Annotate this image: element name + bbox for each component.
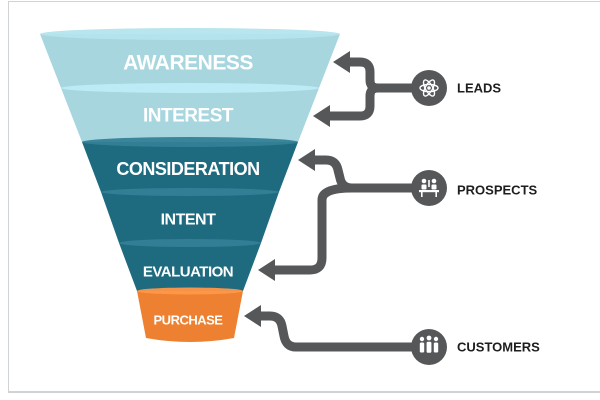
group-prospects: PROSPECTS [411, 170, 538, 206]
stage-band [101, 192, 279, 243]
funnel-stage-awareness: AWARENESS [40, 28, 340, 88]
stage-label-intent: INTENT [161, 212, 217, 229]
funnel-stage-intent: INTENT [101, 188, 279, 243]
stage-band [119, 243, 261, 291]
arrow-head-interest [313, 105, 330, 127]
people-icon [419, 335, 439, 353]
funnel-stage-purchase: PURCHASE [137, 287, 243, 342]
funnel-stages: AWARENESS INTEREST CONSIDERATION INTENT [40, 28, 340, 342]
arrow-head-purchase [244, 305, 261, 327]
frame-top-border [8, 1, 600, 2]
group-label-customers: CUSTOMERS [457, 340, 540, 355]
group-leads: LEADS [411, 70, 501, 106]
arrow-head-consideration [298, 149, 315, 171]
stage-band [137, 291, 243, 342]
group-label-prospects: PROSPECTS [457, 183, 538, 198]
stage-band [61, 88, 319, 142]
connector-customers-purchase [258, 311, 412, 352]
stage-label-awareness: AWARENESS [123, 52, 253, 75]
meeting-icon-circle [411, 170, 447, 206]
stage-label-evaluation: EVALUATION [143, 264, 233, 281]
frame-left-border [8, 1, 9, 393]
stage-band [82, 142, 298, 192]
stage-rim [82, 137, 298, 147]
stage-rim [137, 287, 243, 295]
connector-leads-interest [327, 83, 379, 121]
connector-prospects-evaluation [272, 183, 353, 275]
stage-rim [40, 28, 340, 40]
group-label-leads: LEADS [457, 81, 501, 96]
group-customers: CUSTOMERS [411, 329, 540, 365]
atom-icon [419, 79, 439, 97]
stage-label-purchase: PURCHASE [154, 313, 224, 328]
funnel-stage-evaluation: EVALUATION [119, 239, 261, 291]
stage-label-consideration: CONSIDERATION [116, 159, 259, 179]
connectors [244, 51, 412, 352]
stage-rim [119, 239, 261, 247]
stage-band [40, 34, 340, 88]
frame-bottom-border [8, 391, 600, 393]
connector-prospects-consideration [312, 155, 412, 193]
meeting-icon [419, 178, 439, 197]
arrow-head-awareness [333, 51, 350, 73]
arrow-head-evaluation [258, 259, 275, 281]
stage-rim [101, 188, 279, 196]
connector-leads-awareness [347, 57, 412, 93]
stage-rim [61, 83, 319, 93]
stage-label-interest: INTEREST [143, 106, 234, 127]
funnel-stage-consideration: CONSIDERATION [82, 137, 298, 192]
funnel-stage-interest: INTEREST [61, 83, 319, 142]
